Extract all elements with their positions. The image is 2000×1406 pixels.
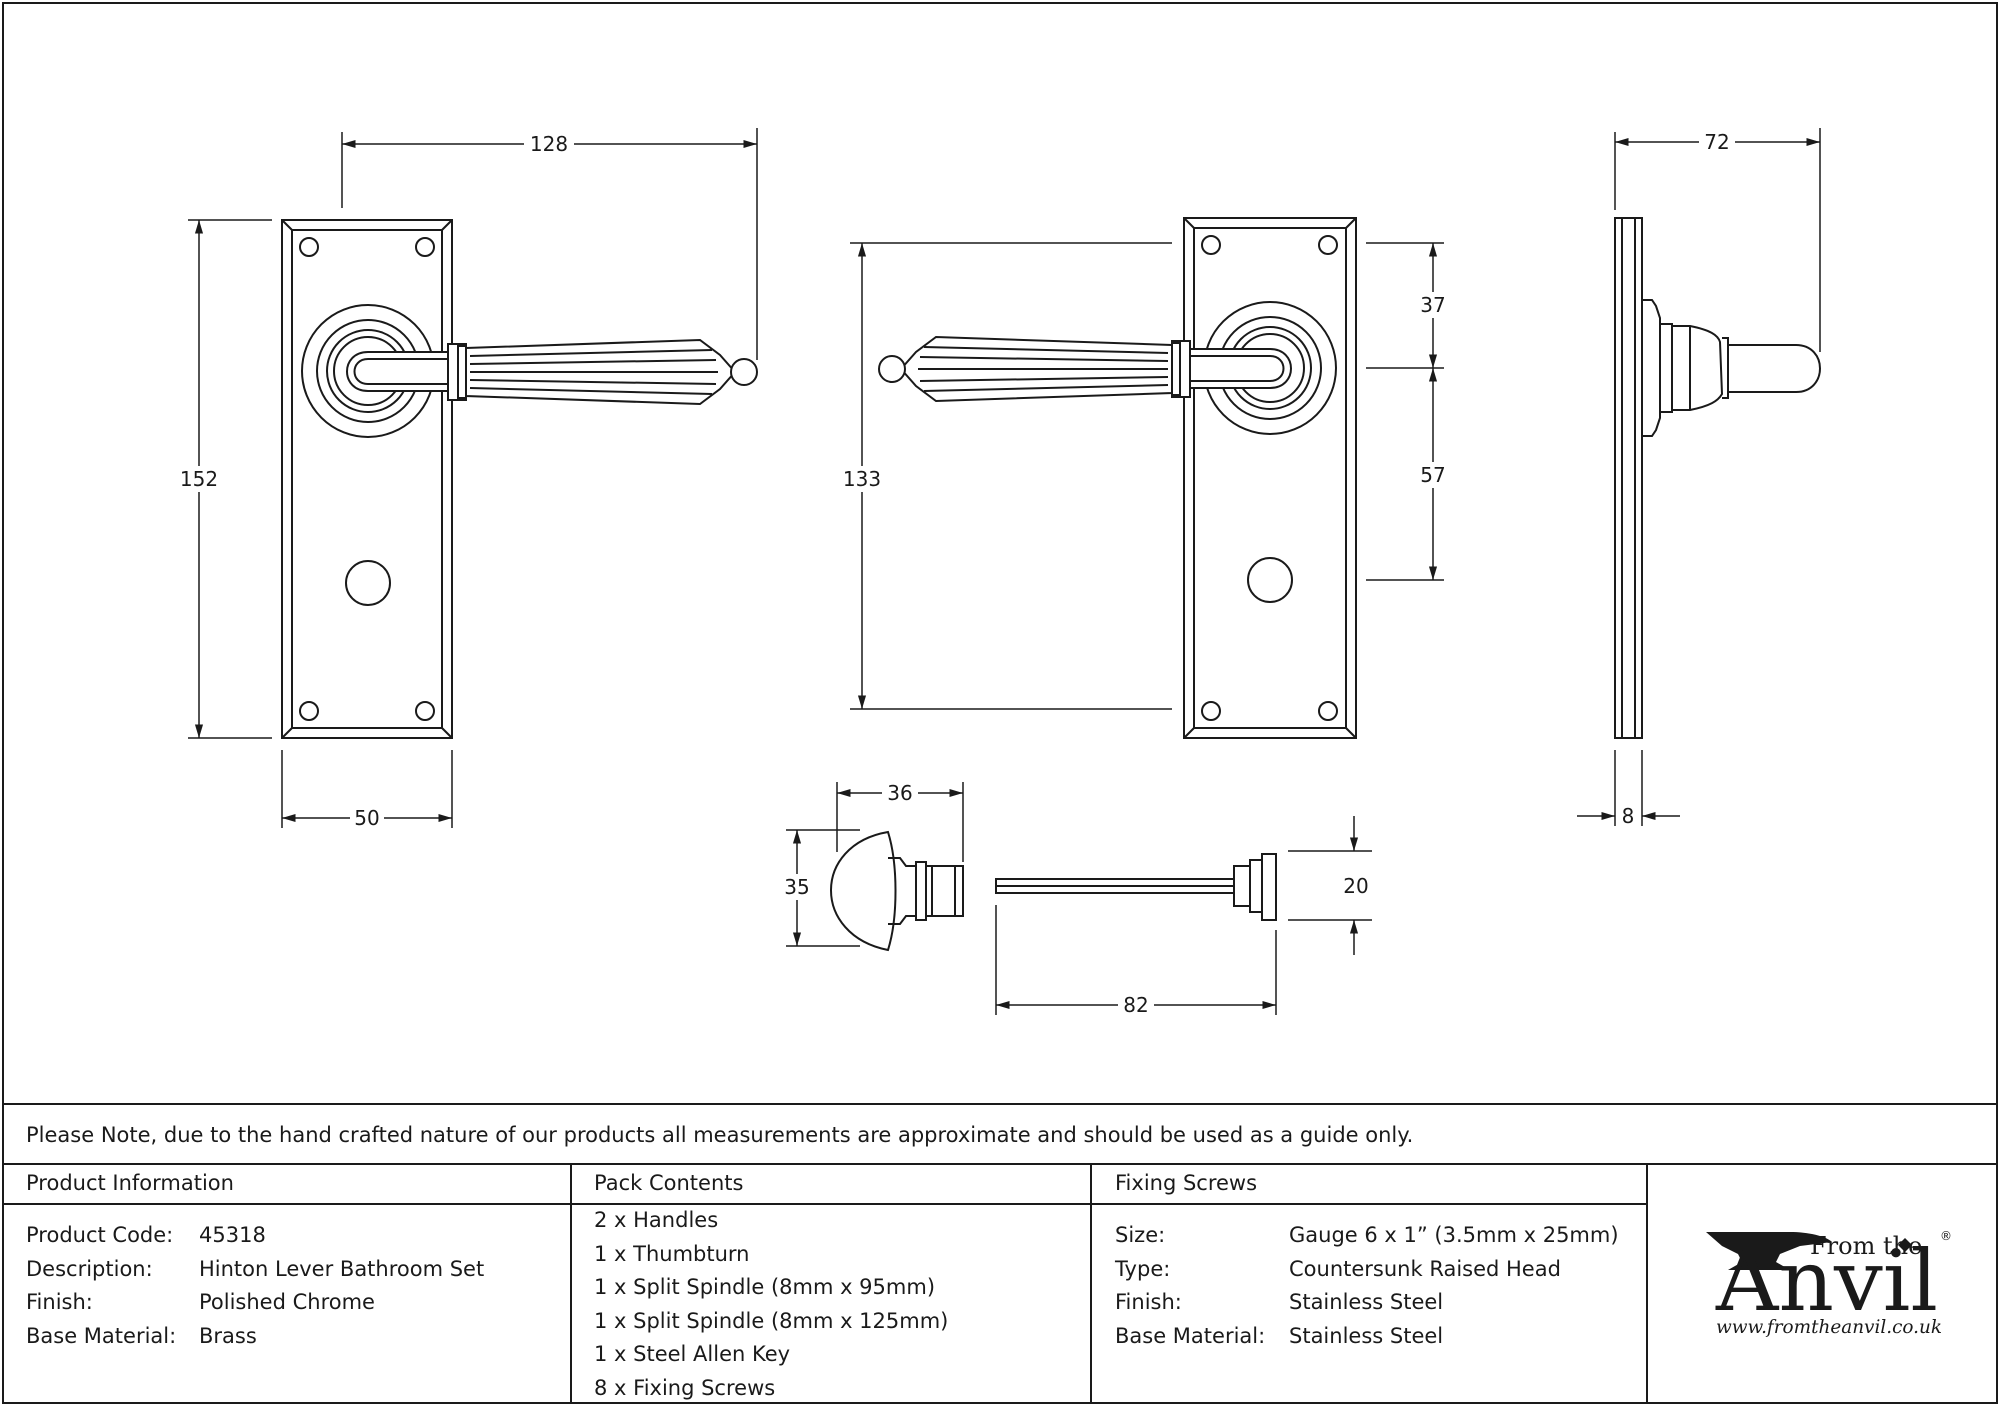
pack-item: 2 x Handles — [594, 1208, 718, 1232]
dim-50-label: 50 — [354, 806, 379, 830]
diamond-icon — [1898, 1238, 1912, 1252]
fixing-screws-rows: Size: Gauge 6 x 1” (3.5mm x 25mm) Type: … — [1114, 1223, 1619, 1348]
dim-57-label: 57 — [1420, 463, 1445, 487]
dim-128-label: 128 — [530, 132, 568, 156]
dim-152-label: 152 — [180, 467, 218, 491]
screw-finish-value: Stainless Steel — [1289, 1290, 1443, 1314]
dim-37-label: 37 — [1420, 293, 1445, 317]
product-info-header: Product Information — [26, 1171, 234, 1195]
screw-material-value: Stainless Steel — [1289, 1324, 1443, 1348]
dim-lines-thumbturn — [786, 782, 964, 947]
dim-lines-spindle — [995, 816, 1372, 1015]
screw-type-label: Type: — [1114, 1257, 1170, 1281]
logo-registered: ® — [1940, 1229, 1952, 1243]
pack-item: 1 x Split Spindle (8mm x 125mm) — [594, 1309, 948, 1333]
fixing-screws-header: Fixing Screws — [1115, 1171, 1257, 1195]
anvil-icon — [1706, 1232, 1832, 1270]
dim-36-bg — [882, 780, 918, 806]
logo-url: www.fromtheanvil.co.uk — [1716, 1316, 1942, 1338]
pack-item: 1 x Steel Allen Key — [594, 1342, 790, 1366]
screw-size-label: Size: — [1115, 1223, 1165, 1247]
product-code-value: 45318 — [199, 1223, 266, 1247]
dim-72-label: 72 — [1704, 130, 1729, 154]
screw-finish-label: Finish: — [1115, 1290, 1182, 1314]
from-the-anvil-logo: From the ® Anvil www.fromtheanvil.co.uk — [1706, 1229, 1952, 1338]
pack-contents-header: Pack Contents — [594, 1171, 743, 1195]
finish-value: Polished Chrome — [199, 1290, 375, 1314]
dim-lines-side — [1577, 128, 1821, 826]
front-view-backplate — [281, 219, 453, 739]
dim-152-bg — [178, 466, 222, 492]
dim-lines-front — [188, 128, 758, 828]
base-material-label: Base Material: — [26, 1324, 176, 1348]
description-value: Hinton Lever Bathroom Set — [199, 1257, 484, 1281]
measurement-note: Please Note, due to the hand crafted nat… — [26, 1123, 1413, 1147]
dim-82-bg — [1118, 992, 1154, 1018]
thumbturn — [830, 830, 964, 952]
pack-contents-list: 2 x Handles 1 x Thumbturn 1 x Split Spin… — [594, 1208, 948, 1400]
dim-36-label: 36 — [887, 781, 912, 805]
dim-20-label: 20 — [1343, 874, 1368, 898]
dim-50-bg — [350, 805, 384, 831]
product-code-label: Product Code: — [26, 1223, 173, 1247]
rear-view-lever — [878, 335, 1292, 403]
description-label: Description: — [26, 1257, 153, 1281]
info-table-lines — [3, 1103, 1997, 1403]
front-view-lever — [346, 338, 758, 406]
base-material-value: Brass — [199, 1324, 257, 1348]
dim-lines-rear — [850, 242, 1444, 710]
pack-item: 8 x Fixing Screws — [594, 1376, 775, 1400]
dim-72-bg — [1699, 129, 1735, 155]
dim-35-bg — [779, 874, 815, 900]
screw-material-label: Base Material: — [1115, 1324, 1265, 1348]
finish-label: Finish: — [26, 1290, 93, 1314]
side-view — [1614, 217, 1821, 739]
screw-size-value: Gauge 6 x 1” (3.5mm x 25mm) — [1289, 1223, 1619, 1247]
dim-57-bg — [1415, 462, 1451, 488]
dim-82-label: 82 — [1123, 993, 1148, 1017]
screw-type-value: Countersunk Raised Head — [1289, 1257, 1561, 1281]
dim-37-bg — [1415, 292, 1451, 318]
spindle — [995, 853, 1277, 921]
rear-view-backplate — [1183, 217, 1357, 739]
dim-128-bg — [524, 131, 574, 157]
pack-item: 1 x Thumbturn — [594, 1242, 750, 1266]
dim-133-label: 133 — [843, 467, 881, 491]
product-info-rows: Product Code: 45318 Description: Hinton … — [26, 1223, 484, 1348]
logo-anvil-wordmark: Anvil — [1715, 1232, 1938, 1330]
dim-8-label: 8 — [1622, 804, 1635, 828]
dim-133-bg — [840, 466, 884, 492]
dim-35-label: 35 — [784, 875, 809, 899]
pack-item: 1 x Split Spindle (8mm x 95mm) — [594, 1275, 935, 1299]
